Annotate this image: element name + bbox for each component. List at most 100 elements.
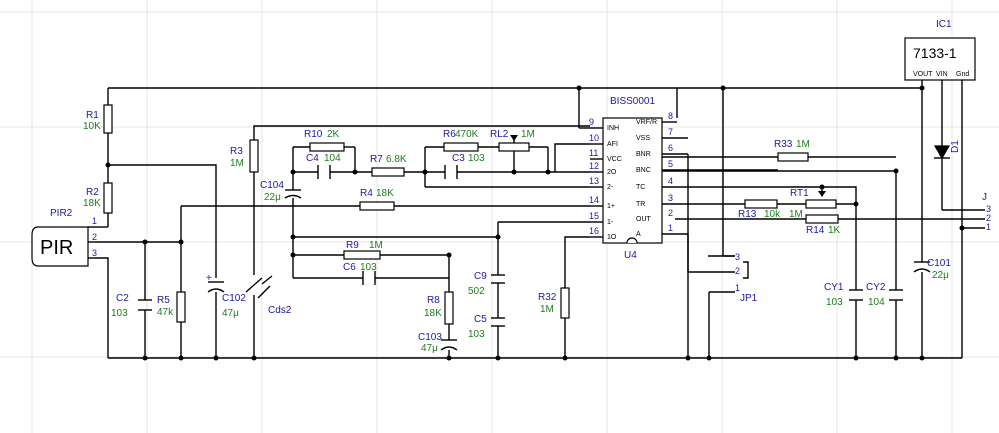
resistor-r4: R4 18K [359,188,395,211]
u4-pin-8-name: VRF/R [636,119,657,126]
j-ref: J [982,192,987,203]
resistor-r10: R10 2K [304,129,345,152]
c6-value: 103 [360,262,377,273]
pir-pin-2: 2 [92,232,97,242]
rl2-ref: RL2 [490,129,509,140]
u4-pin-6-number: 6 [668,143,673,153]
r32-value: 1M [540,304,554,315]
rl2-value: 1M [521,129,535,140]
cy1-ref: CY1 [824,282,844,293]
r9-ref: R9 [346,240,359,251]
resistor-r8: R8 18K [424,291,454,325]
u4-pin-12-number: 12 [589,161,599,171]
pir-sensor: PIR2 PIR 1 2 3 [31,208,97,267]
c5-ref: C5 [474,314,487,325]
capacitor-c6: C6 103 [343,262,377,285]
c103-ref: C103 [418,332,442,343]
ic1-ref: IC1 [936,19,952,30]
u4-pin-2-number: 2 [668,208,673,218]
ic1-pin-gnd: Gnd [956,71,969,78]
c4-value: 104 [324,153,341,164]
resistor-r13: R13 10k [738,199,781,220]
r1-value: 10K [83,121,101,132]
pir-label: PIR [40,237,73,259]
c4-ref: C4 [306,153,319,164]
c104-ref: C104 [260,180,284,191]
connector-j: J 3 2 1 [982,192,991,232]
j-pin-3: 3 [986,204,991,214]
ic1-regulator: IC1 7133-1 VOUT VIN Gnd [904,19,976,81]
ic1-part: 7133-1 [913,45,957,61]
jp1-pin-3: 3 [735,252,740,262]
c101-value: 22μ [932,270,949,281]
c102-polarity: + [206,273,212,284]
j-pin-2: 2 [986,213,991,223]
diode-d1: D1 [933,140,961,160]
potentiometer-rl2: RL2 1M [490,129,535,152]
jp1-ref: JP1 [740,293,758,304]
u4-pin-13-name: 2- [607,184,614,191]
r1-ref: R1 [86,110,99,121]
u4-pin-4-number: 4 [668,176,673,186]
capacitor-cy1: CY1 103 [824,282,863,308]
c9-value: 502 [468,286,485,297]
r6-ref: R6 [443,129,456,140]
r7-value: 6.8K [386,154,407,165]
c3-ref: C3 [452,153,465,164]
r2-ref: R2 [86,187,99,198]
cy2-value: 104 [868,297,885,308]
junctions [105,85,965,361]
r10-ref: R10 [304,129,323,140]
u4-pin-9-number: 9 [589,117,594,127]
resistor-r6: R6 470K [443,129,479,152]
capacitor-c3: C3 103 [444,153,485,179]
c103-value: 47μ [421,343,438,354]
u4-pin-1-name: A [636,231,641,238]
capacitor-c102: + C102 47μ [206,273,246,319]
u4-pin-1-number: 1 [668,223,673,233]
resistor-r5: R5 47k [157,291,186,323]
u4-part: BISS0001 [610,96,655,107]
u4-pin-7-name: VSS [636,135,650,142]
r33-value: 1M [796,139,810,150]
r8-ref: R8 [427,295,440,306]
ic1-pin-vout: VOUT [913,71,933,78]
u4-pin-4-name: TC [636,184,645,191]
capacitor-c2: C2 103 [111,293,152,319]
u4-pin-2-name: OUT [636,216,652,223]
c104-value: 22μ [264,192,281,203]
c2-value: 103 [111,308,128,319]
u4-pin-5-number: 5 [668,159,673,169]
jumper-jp1: 3 2 1 JP1 [735,252,758,304]
r5-ref: R5 [157,295,170,306]
cds2-ref: Cds2 [268,305,292,316]
resistor-r2: R2 18K [83,182,113,214]
rt1-ref: RT1 [790,188,809,199]
r8-value: 18K [424,308,442,319]
u4-pin-8-number: 8 [668,111,673,121]
u4-pin-10-number: 10 [589,133,599,143]
capacitor-c9: C9 502 [468,271,505,297]
r13-value: 10k [764,209,781,220]
u4-pin-16-number: 16 [589,226,599,236]
potentiometer-rt1: RT1 1M [789,188,837,220]
u4-pin-11-name: VCC [607,156,622,163]
r13-ref: R13 [738,209,757,220]
u4-pin-10-name: AFI [607,141,618,148]
jp1-pin-2: 2 [735,266,740,276]
u4-pin-15-name: 1- [607,219,614,226]
r2-value: 18K [83,198,101,209]
u4-biss0001: BISS0001 U4 9INH10AFI11VCC122O132-141+15… [589,96,677,261]
cy2-ref: CY2 [866,282,886,293]
pir-pin-3: 3 [92,248,97,258]
u4-pin-14-name: 1+ [607,203,615,210]
u4-pin-16-name: 1O [607,234,617,241]
resistor-r33: R33 1M [774,139,810,162]
u4-pin-13-number: 13 [589,176,599,186]
c102-value: 47μ [222,308,239,319]
pir-ref: PIR2 [50,208,73,219]
photoresistor-cds2: Cds2 [245,275,292,316]
r14-value: 1K [828,225,841,236]
resistor-r32: R32 1M [538,287,570,319]
